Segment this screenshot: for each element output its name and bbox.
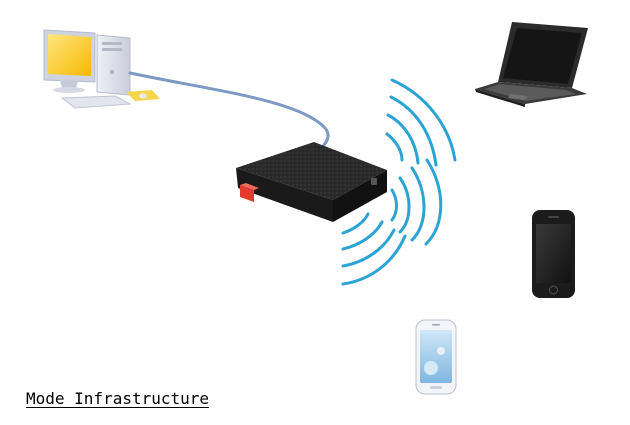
desktop-computer-icon <box>43 29 160 109</box>
wifi-waves <box>341 78 457 286</box>
network-cable <box>128 71 330 156</box>
diagram-caption: Mode Infrastructure <box>26 389 210 408</box>
wifi-router-icon <box>236 142 387 222</box>
smartphone-icon <box>532 210 575 298</box>
smartphone-white-icon <box>415 319 457 395</box>
laptop-icon <box>475 22 588 107</box>
